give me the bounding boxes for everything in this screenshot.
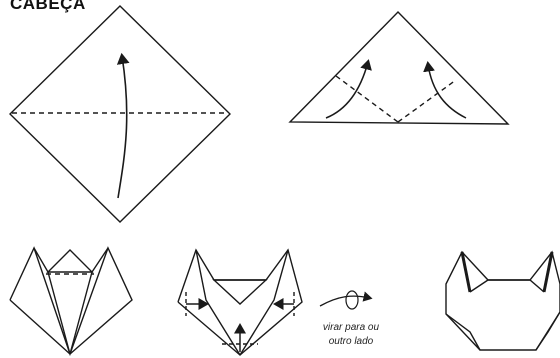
top-flap [214,280,266,304]
step-3-ears-up [10,248,132,354]
forehead-line [470,280,544,292]
head-outline [446,252,560,350]
step-5-cat-head [446,252,560,350]
flip-note-line2: outro lado [329,336,374,347]
flip-loop [346,291,358,309]
center-flap [48,250,92,272]
step-2-triangle [290,12,508,124]
left-ear-arrow [326,62,368,118]
step-4-fold-sides [178,250,302,355]
flip-note-line1: virar para ou [323,322,380,333]
flip-over-symbol: virar para ou outro lado [320,291,380,347]
right-ear-arrow [428,64,466,118]
triangle-outline [290,12,508,124]
flip-arrow [320,296,370,306]
fold-line-left [336,76,398,122]
step-1-diamond [10,6,230,222]
left-ear-edge [462,252,470,292]
outer-shape [10,248,132,354]
fold-line-right [398,80,456,122]
fold-up-arrow [118,56,127,198]
